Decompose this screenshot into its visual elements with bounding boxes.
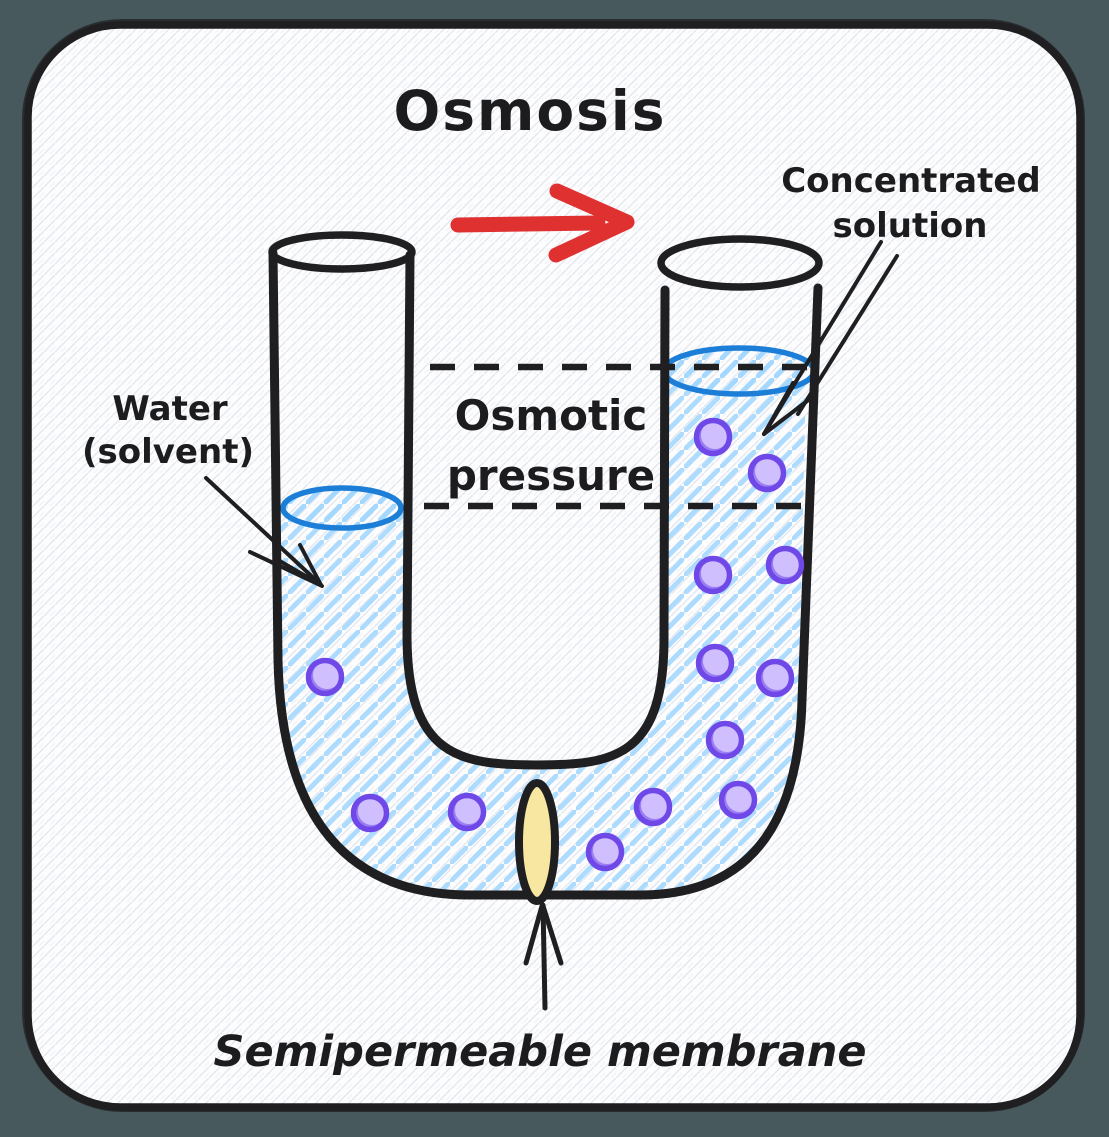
- solute-particle-sketch: [590, 833, 624, 867]
- right-tube-mouth: [657, 235, 823, 291]
- u-tube-outer-wall: [268, 248, 823, 900]
- solute-particle-sketch: [638, 788, 672, 822]
- solute-particle-sketch: [355, 794, 389, 828]
- solute-particle-sketch: [452, 793, 486, 827]
- solute-particle-sketch: [310, 658, 344, 692]
- water-label-leader: [204, 476, 324, 588]
- solute-particle-sketch: [698, 556, 732, 590]
- solute-particle-sketch: [698, 418, 732, 452]
- diagram-title: Osmosis: [394, 79, 667, 143]
- membrane-lens: [515, 779, 559, 905]
- solute-particle-sketch: [710, 721, 744, 755]
- solute-particle-sketch: [723, 781, 757, 815]
- solute-particle-sketch: [770, 546, 804, 580]
- water-solvent-label-line1: Water: [112, 389, 228, 429]
- card-border: [24, 21, 1084, 1111]
- concentrated-label-leader: [762, 240, 899, 436]
- solute-particle-sketch: [752, 454, 786, 488]
- water-fill: [277, 371, 806, 891]
- u-tube-inner-wall: [402, 250, 670, 770]
- concentrated-solution-label-line2: solution: [833, 206, 988, 246]
- left-water-surface: [280, 485, 404, 531]
- water-solvent-label-line2: (solvent): [82, 432, 254, 472]
- left-tube-mouth: [268, 231, 416, 273]
- osmotic-pressure-label-line1: Osmotic: [455, 391, 648, 440]
- u-tube: [268, 231, 823, 900]
- osmotic-pressure-label-line2: pressure: [447, 451, 655, 500]
- flow-arrow-icon: [450, 183, 635, 263]
- solute-particle-sketch: [700, 644, 734, 678]
- membrane-arrow-icon: [523, 902, 564, 1011]
- solute-particle-sketch: [760, 659, 794, 693]
- semipermeable-membrane-label: Semipermeable membrane: [213, 1027, 866, 1077]
- solute-particles: [305, 417, 805, 872]
- concentrated-solution-label-line1: Concentrated: [781, 161, 1041, 201]
